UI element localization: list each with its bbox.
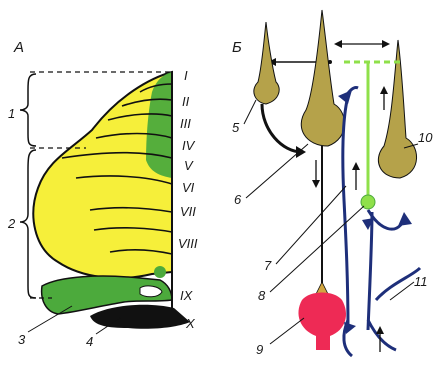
purkinje-terminal [316,282,328,294]
label-11: 11 [414,274,428,289]
arrow-up-3 [376,326,384,334]
label-2: 2 [7,216,16,231]
double-arrow-right [382,40,390,48]
roman-IX: IX [180,288,194,303]
blue-head-3 [344,322,356,334]
arrow-down-1 [312,180,320,188]
label-3: 3 [18,332,26,347]
panel-b: Б [232,10,433,357]
basket-arrow-head [296,146,306,158]
label-9: 9 [256,342,263,357]
brace-1 [20,74,36,146]
roman-V: V [184,158,194,173]
panel-b-label: Б [232,39,242,56]
label-1: 1 [8,106,15,121]
arrow-up-1 [352,162,360,170]
roman-VI: VI [182,180,195,195]
panel-a-label: А [13,39,24,56]
black-structure [90,305,190,329]
label-5: 5 [232,120,240,135]
roman-VIII: VIII [178,236,198,251]
arrow-up-2 [380,86,388,94]
roman-VII: VII [180,204,196,219]
basket-arrow [262,104,302,152]
green-node [154,266,166,278]
label-10: 10 [418,130,433,145]
double-arrow-left [334,40,342,48]
roman-I: I [184,68,188,83]
roman-III: III [180,116,191,131]
roman-X: X [185,316,196,331]
panel-a: А 1 2 3 4 I II III IV V VI VII VIII IX X [7,39,198,349]
label-7: 7 [264,258,272,273]
nucleus-9 [298,293,346,351]
roman-IV: IV [182,138,196,153]
blue-head-1 [338,90,352,104]
label-4: 4 [86,334,93,349]
blue-head-2 [398,212,412,226]
label-8: 8 [258,288,266,303]
label-6: 6 [234,192,242,207]
roman-II: II [182,94,190,109]
neuron-6 [301,10,344,146]
roman-labels: I II III IV V VI VII VIII IX X [178,68,198,331]
